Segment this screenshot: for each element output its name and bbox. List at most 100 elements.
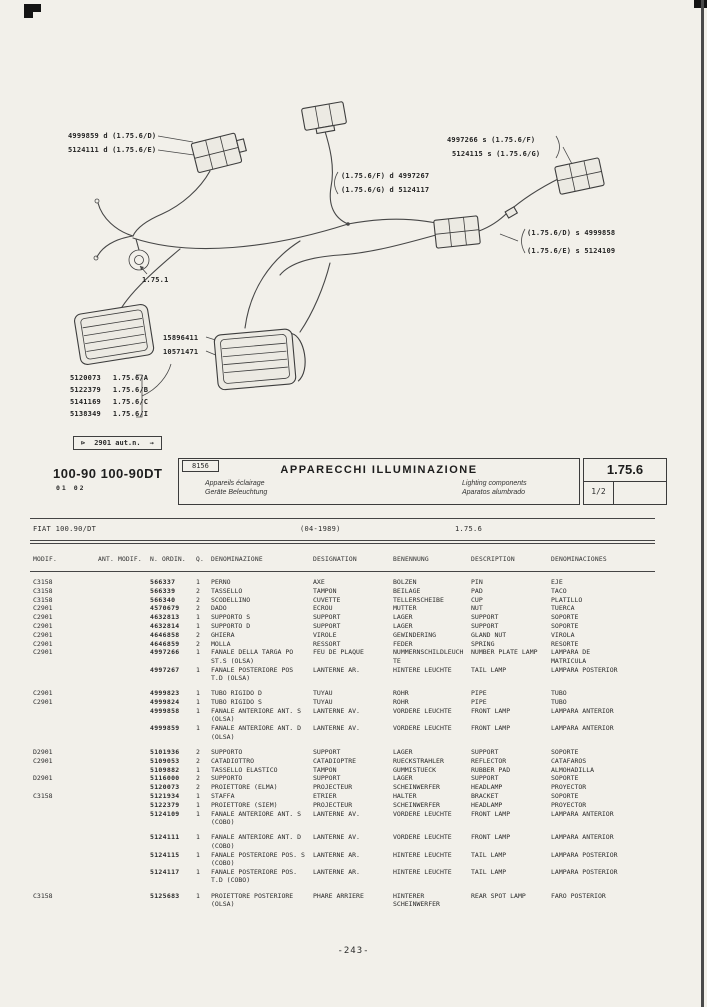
cell-q: 1 [196, 724, 200, 733]
cell-it: PROIETTORE POSTERIORE (OLSA) [211, 891, 294, 909]
part-number: 5138349 [70, 410, 101, 418]
cell-it: FANALE ANTERIORE ANT. D (COBO) [211, 833, 302, 850]
cell-de: LAGER [393, 621, 413, 630]
table-section: 1.75.6 [455, 525, 483, 533]
table-double-rule-1 [30, 540, 655, 541]
cell-q: 2 [196, 756, 200, 765]
cell-fr: SUPPORT [313, 748, 341, 756]
cell-num: 5101936 [150, 748, 180, 756]
cell-fr: ECROU [313, 604, 333, 613]
cell-ant [98, 810, 150, 827]
cell-it: STAFFA [211, 791, 235, 800]
cell-de: NUMMERNSCHILDLEUCHTE [393, 648, 464, 665]
subtitle-en: Lighting components [462, 480, 527, 487]
cell-modif: D2901 [33, 748, 53, 756]
cell-q: 1 [196, 621, 200, 630]
cell-de: VORDERE LEUCHTE [393, 706, 452, 715]
cell-q: 1 [196, 867, 200, 876]
cell-q: 2 [196, 783, 200, 792]
subtitle-fr: Appareils éclairage [205, 480, 265, 487]
column-header: BENENNUNG [393, 556, 429, 563]
cell-modif: C2901 [33, 613, 53, 622]
cell-en: NUMBER PLATE LAMP [471, 648, 538, 657]
cell-ant [98, 766, 150, 774]
cell-it: CATADIOTTRO [211, 756, 255, 765]
table-date: (04-1989) [300, 525, 341, 533]
cell-modif: C2901 [33, 639, 53, 648]
cell-it: FANALE POSTERIORE POS. T.D (COBO) [211, 867, 298, 885]
cell-modif: C3158 [33, 586, 53, 595]
cell-modif: C3158 [33, 578, 53, 586]
label-front-lamp-right-2: 5124111 d (1.75.6/E) [68, 146, 157, 154]
cell-fr: TAMPON [313, 765, 337, 774]
cell-q: 1 [196, 689, 200, 698]
column-header: N. ORDIN. [150, 556, 186, 563]
label-rear-lamp-mid-2: (1.75.6/G) d 5124117 [341, 186, 430, 194]
cell-num: 566339 [150, 586, 176, 595]
cell-ant [98, 666, 150, 683]
cell-es: SOPORTE [551, 748, 579, 756]
cell-ant [98, 783, 150, 791]
cell-num: 5116000 [150, 774, 180, 783]
cell-modif: C3158 [33, 595, 53, 604]
label-rear-lamp-top-2: 5124115 s (1.75.6/G) [452, 150, 541, 158]
cell-q: 1 [196, 648, 200, 657]
cell-modif: C2901 [33, 756, 53, 765]
cell-ant [98, 587, 150, 595]
cell-ant [98, 622, 150, 630]
note-arrow-icon: → [149, 439, 154, 447]
cell-fr: PROJECTEUR [313, 800, 353, 809]
cell-modif [33, 851, 98, 868]
cell-de: HINTERER SCHEINWERFER [393, 891, 440, 909]
cell-q: 1 [196, 706, 200, 715]
column-header: Q. [196, 556, 204, 563]
cell-it: TUBO RIGIDO S [211, 698, 262, 707]
cell-es: LAMPARA ANTERIOR [551, 833, 614, 842]
cell-modif: C2901 [33, 621, 53, 630]
section-ref: 1.75.6/C [112, 398, 149, 406]
cell-de: SCHEINWERFER [393, 783, 440, 792]
cell-ant [98, 868, 150, 885]
cell-modif [33, 783, 98, 791]
cell-es: LAMPARA POSTERIOR [551, 867, 618, 876]
cell-de: BOLZEN [393, 578, 417, 586]
label-front-lamp-right-1: 4999859 d (1.75.6/D) [68, 132, 157, 140]
sheet-number: 1/2 [584, 482, 614, 504]
section-ref: 1.75.6/I [112, 410, 149, 418]
cell-en: SUPPORT [471, 748, 499, 756]
cell-it: MOLLA [211, 639, 231, 648]
cell-modif: C2901 [33, 648, 53, 657]
model-codes: 01 02 [56, 484, 86, 492]
page-number: -243- [337, 946, 370, 956]
cell-ant [98, 792, 150, 800]
cell-de: TELLERSCHEIBE [393, 595, 444, 604]
cell-it: TASSELLO [211, 586, 243, 595]
cell-de: MUTTER [393, 604, 417, 613]
model-title: 100-90 100-90DT [53, 466, 163, 481]
cell-q: 2 [196, 748, 200, 756]
cell-fr: TUYAU [313, 698, 333, 707]
label-horn-ref: 1.75.1 [142, 276, 169, 284]
column-header: DESCRIPTION [471, 556, 515, 563]
cell-en: PIPE [471, 689, 487, 698]
label-bulb-part-2: 10571471 [163, 348, 199, 356]
cell-num: 566337 [150, 578, 176, 586]
cell-de: GUMMISTUECK [393, 765, 437, 774]
cell-it: FANALE POSTERIORE POS. S (COBO) [211, 850, 305, 867]
wiring-diagram [74, 101, 605, 418]
cell-de: RUECKSTRAHLER [393, 756, 444, 765]
section-box: 1.75.6 1/2 [583, 458, 667, 505]
table-double-rule-2 [30, 543, 655, 544]
cell-fr: FEU DE PLAQUE [313, 648, 364, 657]
cell-de: HINTERE LEUCHTE [393, 850, 452, 859]
